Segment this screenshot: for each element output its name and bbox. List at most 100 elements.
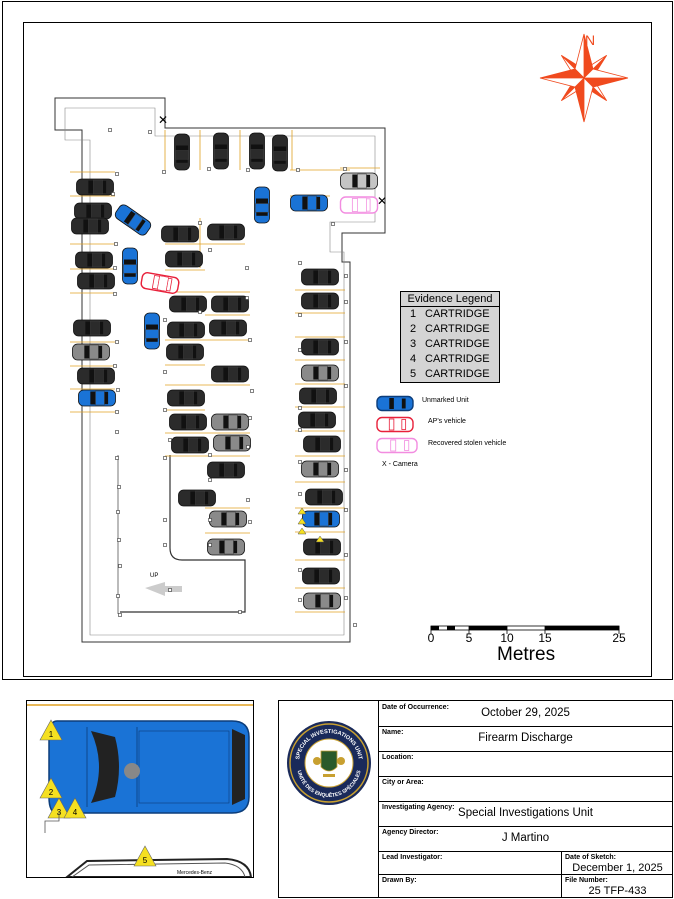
scale-unit: Metres (497, 644, 556, 665)
pillar (118, 613, 122, 617)
evidence-description: CARTRIDGE (425, 353, 490, 365)
pillar (168, 438, 172, 442)
pillar (115, 410, 119, 414)
unmarked-unit-label: Unmarked Unit (422, 397, 469, 404)
unmarked-unit-icon (376, 395, 414, 412)
vehicle (303, 435, 341, 453)
pillar (353, 623, 357, 627)
vehicle (211, 295, 249, 313)
pillar (208, 248, 212, 252)
pillar (108, 128, 112, 132)
vehicle (166, 343, 204, 361)
field-value: 25 TFP-433 (588, 885, 647, 897)
pillar (248, 338, 252, 342)
vehicle (207, 223, 245, 241)
pillar (298, 348, 302, 352)
vehicle (213, 132, 229, 170)
ap-vehicle-label: AP's vehicle (428, 418, 466, 425)
pillar (163, 370, 167, 374)
vehicle (301, 460, 339, 478)
site-sketch-panel (2, 1, 673, 680)
pillar (114, 242, 118, 246)
pillar (162, 170, 166, 174)
pillar (245, 296, 249, 300)
field-value: December 1, 2025 (572, 862, 663, 874)
vehicle (301, 292, 339, 310)
pillar (246, 498, 250, 502)
evidence-marker-number: 2 (49, 788, 54, 797)
vehicle (339, 196, 379, 214)
vehicle (140, 272, 180, 294)
pillar (111, 192, 115, 196)
vehicle (211, 365, 249, 383)
pillar (246, 445, 250, 449)
vehicle (74, 202, 112, 220)
title-block-row: Agency Director:J Martino (379, 826, 672, 852)
vehicle (301, 268, 339, 286)
field-label: Lead Investigator: (382, 854, 443, 861)
vehicle (305, 488, 343, 506)
field-value: J Martino (501, 831, 550, 844)
vehicle (167, 389, 205, 407)
ramp-arrow (145, 582, 182, 596)
pillar (298, 460, 302, 464)
vehicle (301, 364, 339, 382)
vehicle (298, 411, 336, 429)
pillar (113, 266, 117, 270)
field-label: City or Area: (382, 779, 424, 786)
pillar (248, 520, 252, 524)
field-label: Investigating Agency: (382, 804, 455, 811)
vehicle (161, 225, 199, 243)
vehicle (254, 186, 270, 224)
ramp-wall (120, 455, 246, 613)
pillar (116, 594, 120, 598)
pillar (115, 340, 119, 344)
pillar (115, 456, 119, 460)
pillar (343, 167, 347, 171)
pillar (208, 543, 212, 547)
pillar (296, 168, 300, 172)
stolen-vehicle-icon (376, 437, 418, 454)
evidence-legend-title: Evidence Legend (401, 292, 499, 307)
evidence-marker-icon: 5 (133, 845, 157, 867)
pillar (163, 543, 167, 547)
evidence-number: 4 (409, 353, 417, 365)
pillar (298, 598, 302, 602)
field-label: Date of Sketch: (565, 854, 616, 861)
title-block-row: Lead Investigator: Date of Sketch:Decembe… (379, 851, 672, 875)
vehicle (144, 312, 160, 350)
vehicle (303, 592, 341, 610)
pillar (207, 167, 211, 171)
field-value: Firearm Discharge (478, 731, 573, 744)
evidence-marker-number: 1 (49, 730, 54, 739)
ap-vehicle-icon (376, 416, 414, 433)
pillar (116, 510, 120, 514)
pillar (298, 428, 302, 432)
pillar (208, 478, 212, 482)
evidence-marker-number: 4 (73, 808, 78, 817)
pillar (245, 266, 249, 270)
lot-outline-inner (64, 107, 376, 636)
field-label: Drawn By: (382, 877, 417, 884)
title-block-row: Investigating Agency:Special Investigati… (379, 801, 672, 827)
scale-tick-label: 15 (538, 631, 552, 645)
pillar (116, 388, 120, 392)
vehicle (302, 510, 340, 528)
svg-text:Mercedes-Benz: Mercedes-Benz (177, 870, 213, 876)
camera-marker: ✕ (158, 113, 168, 127)
lot-outline (54, 97, 386, 643)
pillar (344, 553, 348, 557)
vehicle (77, 272, 115, 290)
vehicle (169, 413, 207, 431)
pillar (331, 222, 335, 226)
vehicle (114, 204, 152, 236)
pillar (344, 508, 348, 512)
vehicle (209, 510, 247, 528)
pillar (248, 416, 252, 420)
evidence-marker-icon (297, 527, 307, 535)
vehicle (211, 413, 249, 431)
vehicle (73, 319, 111, 337)
